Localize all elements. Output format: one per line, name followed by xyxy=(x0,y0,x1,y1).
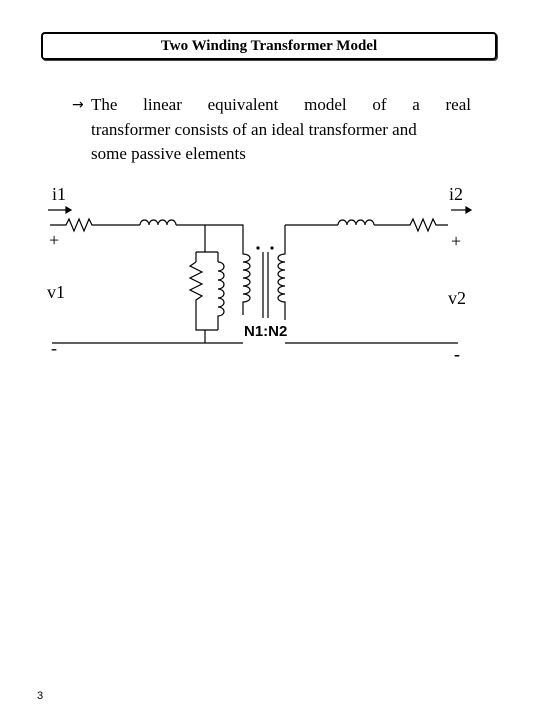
plus-sign-left: + xyxy=(49,230,59,250)
primary-top-wire xyxy=(176,224,244,245)
arrow-right-icon: → xyxy=(72,97,84,113)
voltage-label-v1: v1 xyxy=(47,282,65,302)
transformer-circuit-diagram: i1 i2 + + v1 v2 - - N1:N2 xyxy=(47,184,473,364)
voltage-label-v2: v2 xyxy=(448,288,466,308)
turns-ratio-label: N1:N2 xyxy=(244,323,287,340)
minus-sign-right: - xyxy=(454,344,460,364)
plus-sign-right: + xyxy=(451,231,461,251)
bullet-line-2: transformer consists of an ideal transfo… xyxy=(91,119,417,139)
transformer-core xyxy=(262,252,269,318)
current-label-i1: i1 xyxy=(52,184,66,204)
secondary-winding xyxy=(277,225,286,320)
shunt-branch-wire xyxy=(195,225,219,262)
series-resistor-secondary xyxy=(374,217,448,233)
bullet-text: The linear equivalent model of a real tr… xyxy=(91,93,471,167)
minus-sign-left: - xyxy=(51,338,57,358)
primary-winding xyxy=(242,245,251,315)
shunt-bottom-wire xyxy=(195,320,218,343)
series-inductor-secondary xyxy=(337,219,375,226)
page-number: 3 xyxy=(37,690,44,702)
current-label-i2: i2 xyxy=(449,184,463,204)
polarity-dot-secondary xyxy=(270,246,274,250)
bullet-line-3: some passive elements xyxy=(91,144,246,163)
shunt-resistor xyxy=(188,261,204,320)
shunt-inductor xyxy=(217,261,225,330)
slide-title: Two Winding Transformer Model xyxy=(160,37,378,54)
polarity-dot-primary xyxy=(256,246,260,250)
series-inductor-primary xyxy=(139,219,177,226)
slide-title-box: Two Winding Transformer Model xyxy=(41,32,497,60)
bullet-line-1: The linear equivalent model of a real xyxy=(91,95,471,114)
series-resistor-primary xyxy=(50,217,140,233)
